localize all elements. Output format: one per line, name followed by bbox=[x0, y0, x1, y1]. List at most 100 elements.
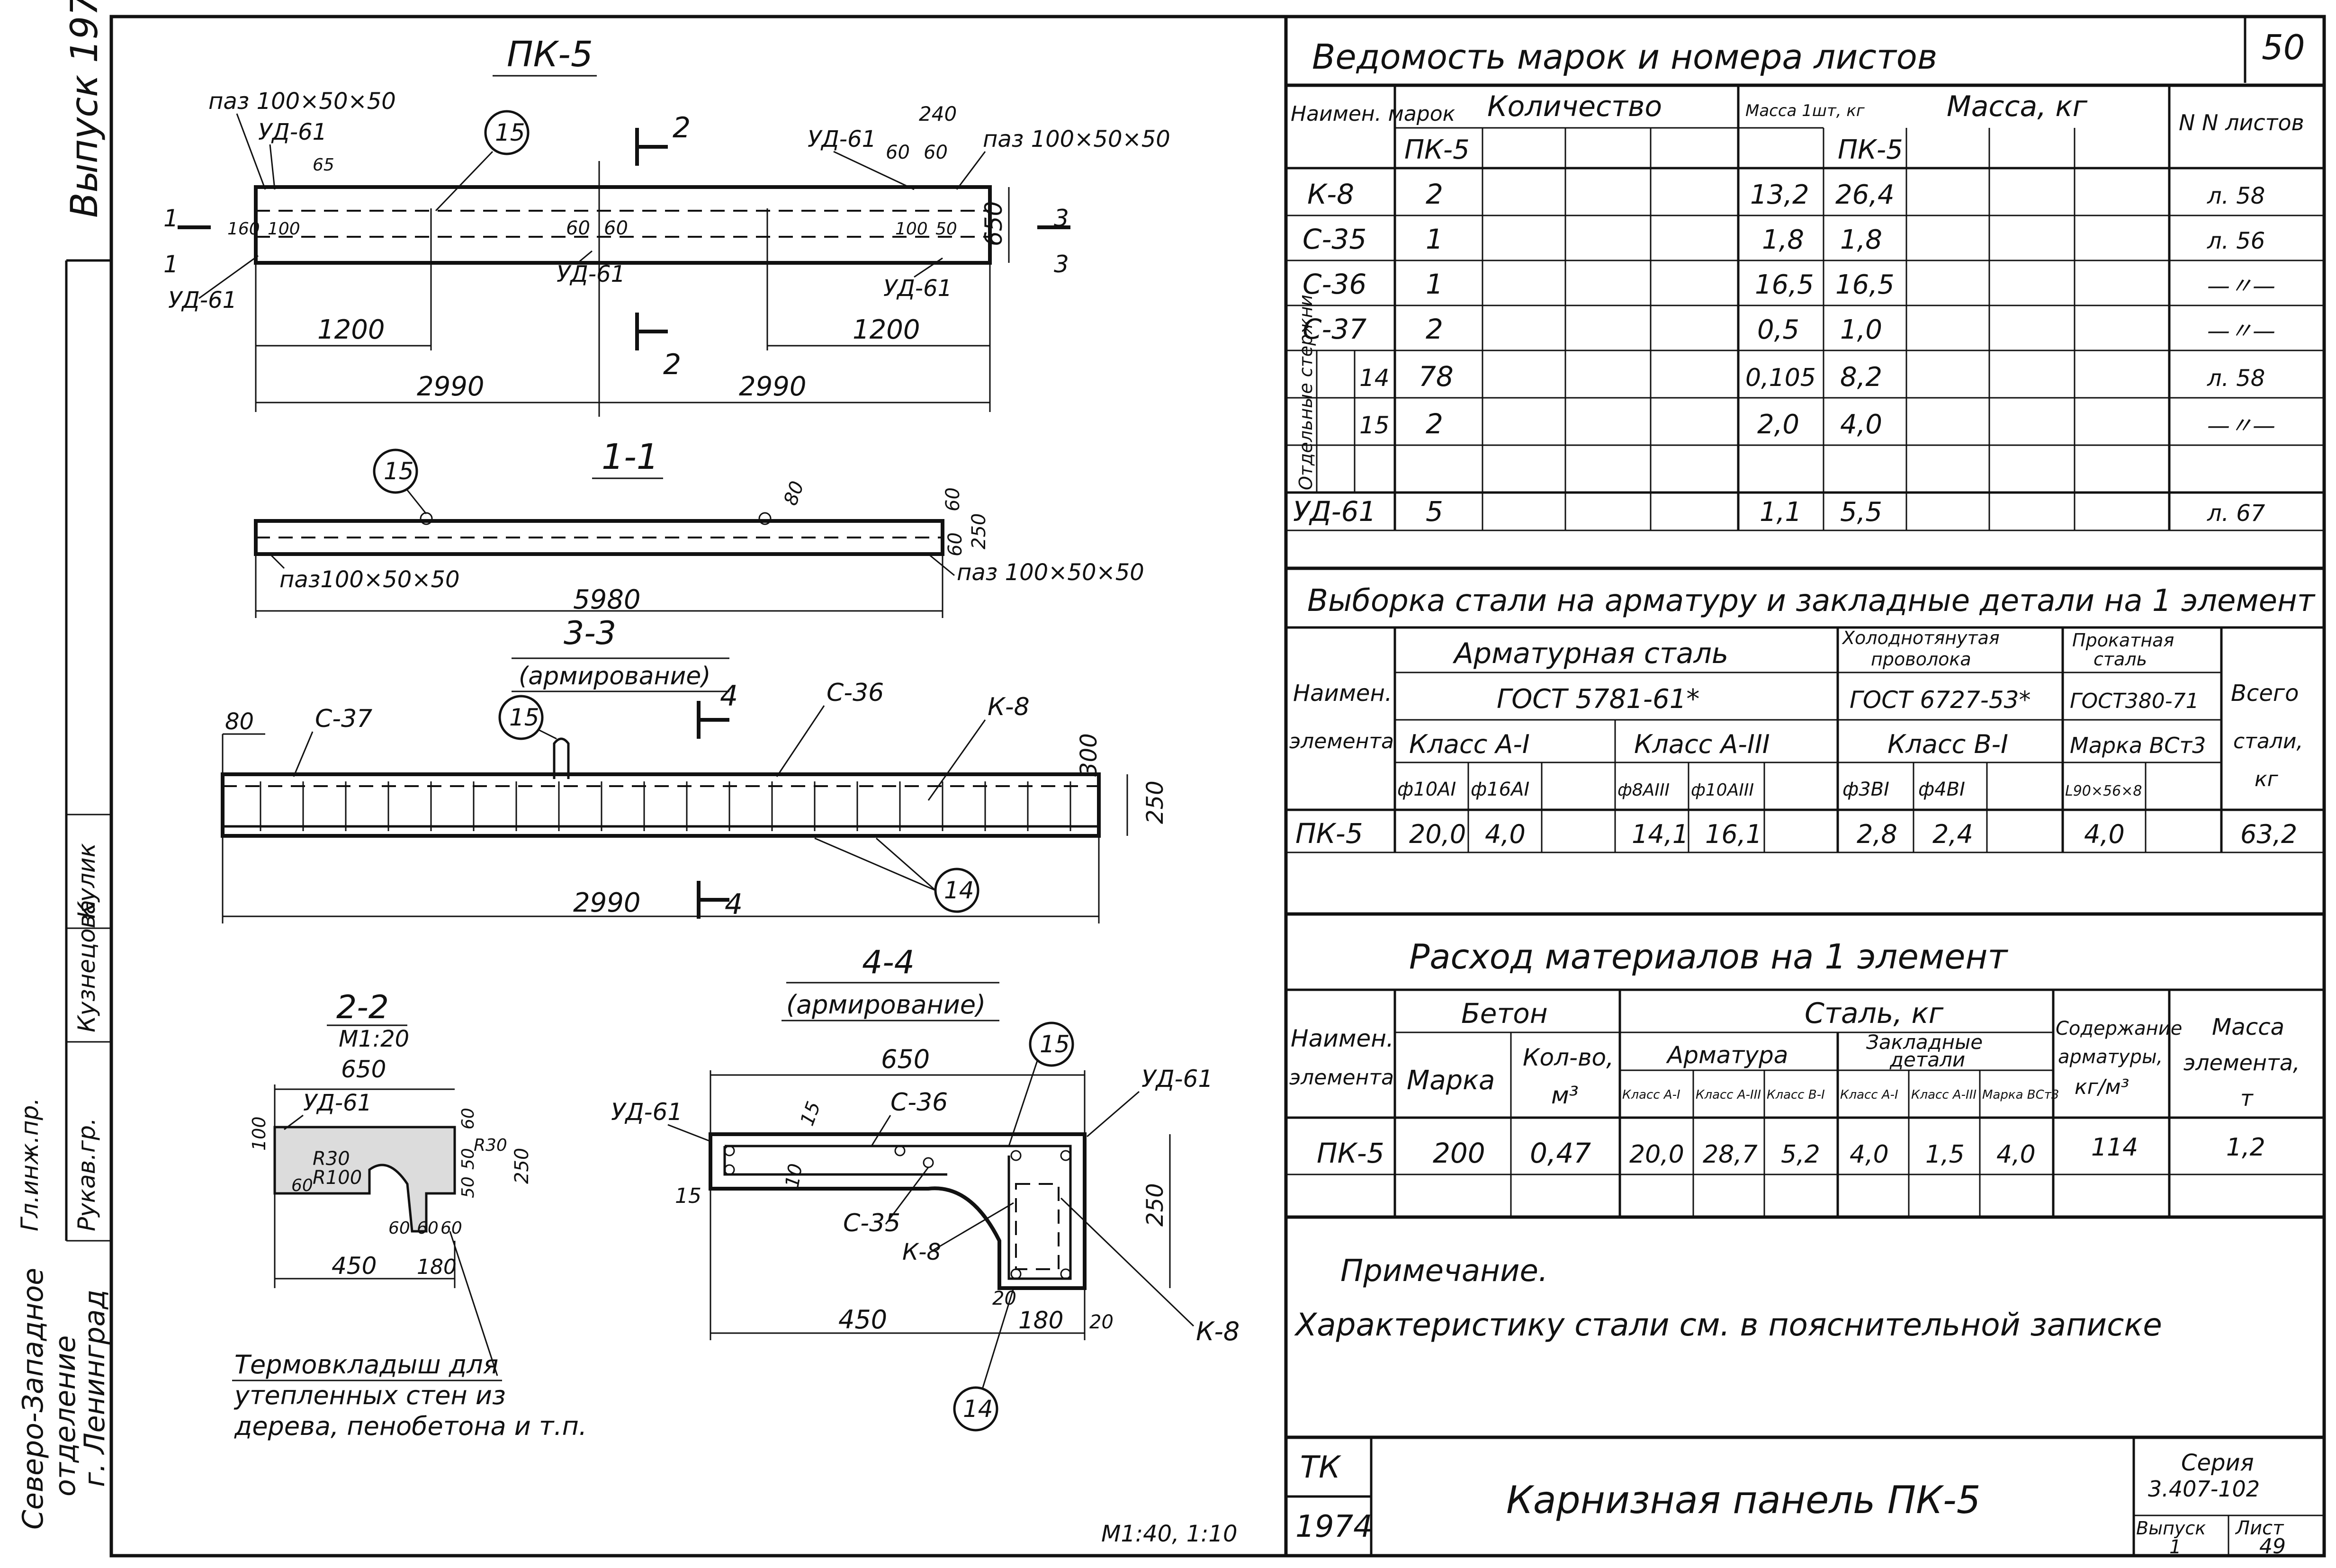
table2-h-roll-1: Прокатная bbox=[2072, 630, 2174, 651]
table1-h-name: Наимен. марок bbox=[1291, 102, 1456, 126]
table1-row-1: К-8 2 13,2 26,4 л. 58 bbox=[1307, 178, 2265, 210]
plan-groove-right: паз 100×50×50 bbox=[983, 126, 1170, 152]
section-2-2-dim-50a: 50 bbox=[458, 1148, 478, 1170]
section-4-4-dim-20b: 20 bbox=[1089, 1311, 1114, 1333]
table1-h-mass: Масса, кг bbox=[1947, 90, 2088, 123]
table1-row-3-sheet: —〃— bbox=[2207, 273, 2275, 299]
section-3-3-callout-14: 14 bbox=[944, 877, 974, 904]
table2-h-name-2: элемента bbox=[1289, 729, 1394, 753]
section-4-4-c36: С-36 bbox=[890, 1088, 948, 1117]
table3-h-steel: Сталь, кг bbox=[1805, 997, 1944, 1030]
table2-row-v7: 2,8 bbox=[1857, 819, 1897, 849]
titleblock-issue-label: Выпуск bbox=[2136, 1518, 2206, 1539]
table1-row-4-qty: 2 bbox=[1426, 313, 1443, 345]
table1-row-3-mass: 16,5 bbox=[1835, 269, 1895, 300]
table3-h-beton: Бетон bbox=[1461, 997, 1548, 1030]
table1-col-pk: ПК-5 bbox=[1404, 134, 1470, 165]
table2-h-class-1: Класс А-I bbox=[1409, 729, 1530, 759]
table1-h-qty: Количество bbox=[1487, 90, 1662, 123]
section-1-1: 1-1 5980 80 60 250 60 паз100×50×50 паз 1… bbox=[254, 437, 1144, 618]
table3-title: Расход материалов на 1 элемент bbox=[1409, 937, 2008, 977]
section-2-2-dim-50b: 50 bbox=[458, 1176, 478, 1198]
section-4-4: 4-4 (армирование) 650 УД-61 УД-61 С-36 С… bbox=[611, 944, 1240, 1432]
section-4-4-dim-15a: 15 bbox=[796, 1099, 825, 1129]
name-1: Кузнецова bbox=[73, 900, 100, 1032]
sheet-number-top: 50 bbox=[2262, 27, 2305, 67]
table2-h-total-2: стали, bbox=[2233, 729, 2303, 753]
section-3-3-label-k8: К-8 bbox=[988, 693, 1030, 721]
table1-row-1-sheet: л. 58 bbox=[2207, 183, 2265, 209]
section-1-1-dim-5980: 5980 bbox=[573, 584, 641, 615]
section-1-1-groove-left: паз100×50×50 bbox=[279, 566, 460, 593]
section-1-1-dim-60-top: 60 bbox=[942, 487, 964, 511]
table1-row-5-name: 14 bbox=[1359, 364, 1390, 392]
table1-row-4: С-37 2 0,5 1,0 —〃— bbox=[1303, 313, 2275, 345]
table-steel-selection: Выборка стали на арматуру и закладные де… bbox=[1286, 566, 2324, 853]
stirrup-verticals bbox=[260, 781, 1071, 831]
plan-groove-left: паз 100×50×50 bbox=[208, 88, 396, 115]
table2-h-class-2: Класс А-III bbox=[1634, 729, 1770, 759]
plan-mark-3-bottom: 3 bbox=[1054, 251, 1069, 278]
table2-row-name: ПК-5 bbox=[1295, 817, 1363, 850]
table2-row-v10: 4,0 bbox=[2084, 819, 2125, 849]
table3-h-class-2: Класс А-III bbox=[1696, 1088, 1761, 1102]
plan-dim-50: 50 bbox=[935, 219, 957, 239]
table1-row-2-qty: 1 bbox=[1426, 223, 1443, 255]
section-2-2-dim-100: 100 bbox=[249, 1116, 270, 1151]
section-2-2-ud61: УД-61 bbox=[303, 1090, 372, 1116]
section-3-3-label-c36: С-36 bbox=[827, 679, 884, 707]
section-2-2-r30-right: R30 bbox=[474, 1136, 507, 1155]
titleblock-series: 3.407-102 bbox=[2148, 1476, 2260, 1502]
table2-row-pk5: ПК-5 20,0 4,0 14,1 16,1 2,8 2,4 4,0 63,2 bbox=[1295, 817, 2297, 850]
table1-row-2: С-35 1 1,8 1,8 л. 56 bbox=[1303, 223, 2265, 255]
table2-h-class-3: Класс В-I bbox=[1887, 729, 2008, 759]
titleblock-series-label: Серия bbox=[2181, 1450, 2254, 1476]
table3-row-name: ПК-5 bbox=[1317, 1137, 1384, 1169]
section-2-2-dim-250: 250 bbox=[511, 1148, 533, 1184]
table3-row-s4: 4,0 bbox=[1850, 1140, 1889, 1169]
table2-h-cold-1: Холоднотянутая bbox=[1842, 627, 2000, 648]
section-2-2-title: 2-2 bbox=[336, 989, 389, 1026]
plan-dim-100-left: 100 bbox=[268, 219, 300, 239]
titleblock-issue: 1 bbox=[2169, 1536, 2181, 1558]
table3-row-s6: 4,0 bbox=[1996, 1140, 2036, 1169]
plan-ud61-1: УД-61 bbox=[258, 119, 327, 145]
section-4-4-callout-14: 14 bbox=[963, 1395, 993, 1423]
role-2: Рукав.гр. bbox=[73, 1118, 100, 1231]
section-4-4-dim-10: 10 bbox=[782, 1162, 807, 1190]
sheet-number-box: 50 bbox=[2244, 17, 2305, 83]
section-4-4-dim-250: 250 bbox=[1142, 1183, 1168, 1227]
plan-dim-1200-right: 1200 bbox=[853, 314, 920, 345]
section-3-3-dim-80: 80 bbox=[225, 708, 254, 735]
table1-row-4-mass: 1,0 bbox=[1840, 314, 1882, 345]
table3-row-mass: 1,2 bbox=[2226, 1133, 2265, 1162]
section-1-1-callout: 15 bbox=[384, 457, 414, 485]
table3-row-pk5: ПК-5 200 0,47 20,0 28,7 5,2 4,0 1,5 4,0 … bbox=[1317, 1133, 2265, 1169]
table3-h-arm: Арматура bbox=[1666, 1041, 1788, 1069]
table1-row-8-qty: 5 bbox=[1426, 495, 1443, 528]
table3-h-class-1: Класс А-I bbox=[1622, 1088, 1680, 1102]
section-2-2-scale: М1:20 bbox=[339, 1026, 409, 1052]
section-1-1-dim-250: 250 bbox=[968, 513, 990, 549]
plan-mark-2-top: 2 bbox=[673, 111, 691, 144]
plan-mark-1-bottom: 1 bbox=[163, 251, 179, 278]
plan-dim-60a: 60 bbox=[886, 142, 910, 163]
table1-h-sheets: N N листов bbox=[2179, 110, 2304, 135]
section-3-3-callout-15: 15 bbox=[509, 704, 539, 731]
table3-row-vol: 0,47 bbox=[1530, 1137, 1591, 1169]
section-2-2-r100: R100 bbox=[313, 1167, 362, 1189]
table3-h-vol-1: Кол-во, bbox=[1523, 1044, 1614, 1071]
table2-h-class-4: Марка ВСт3 bbox=[2070, 733, 2206, 758]
section-3-3-mark-4-top: 4 bbox=[720, 680, 738, 713]
section-3-3-dim-2990: 2990 bbox=[573, 887, 641, 918]
section-4-4-ud61-left: УД-61 bbox=[611, 1098, 683, 1126]
section-2-2-dim-60c: 60 bbox=[388, 1219, 410, 1238]
table3-row-s2: 28,7 bbox=[1703, 1140, 1758, 1169]
plan-mark-3-top: 3 bbox=[1054, 205, 1069, 232]
table1-row-4-name: С-37 bbox=[1303, 313, 1366, 345]
table3-h-content-3: кг/м³ bbox=[2075, 1075, 2129, 1099]
plan-dim-160: 160 bbox=[227, 219, 260, 239]
table1-row-5: 14 78 0,105 8,2 л. 58 bbox=[1359, 360, 2265, 393]
section-1-1-title: 1-1 bbox=[602, 437, 659, 477]
table2-h-cold-2: проволока bbox=[1871, 649, 1971, 670]
